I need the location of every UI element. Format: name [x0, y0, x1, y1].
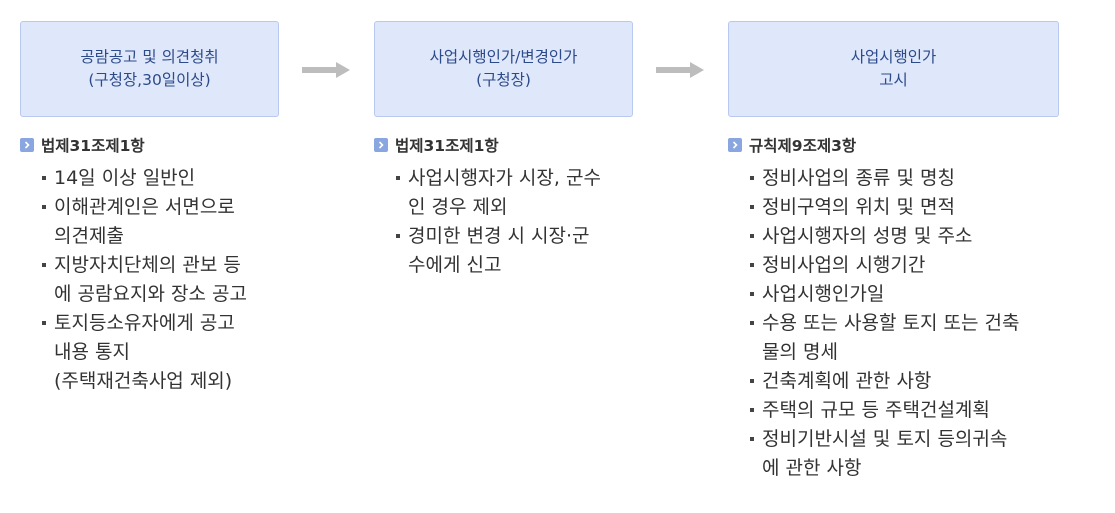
legal-basis-text: 법제31조제1항: [41, 137, 145, 155]
list-item: 사업시행자의 성명 및 주소: [750, 222, 1059, 251]
legal-basis: 규칙제9조제3항: [728, 134, 1059, 156]
step-title-line: 사업시행인가: [850, 48, 937, 66]
list-item: 정비사업의 시행기간: [750, 251, 1059, 280]
step-title-line: 공람공고 및 의견청취: [80, 48, 219, 66]
list-item: 이해관계인은 서면으로 의견제출: [42, 193, 279, 251]
flow-arrow-icon: [302, 60, 352, 84]
legal-basis-text: 규칙제9조제3항: [749, 137, 857, 155]
chevron-right-icon: [728, 138, 742, 152]
list-item: 지방자치단체의 관보 등 에 공람요지와 장소 공고: [42, 251, 279, 309]
list-item: 토지등소유자에게 공고 내용 통지 (주택재건축사업 제외): [42, 309, 279, 396]
step-box-3: 사업시행인가 고시: [728, 21, 1059, 117]
list-item: 사업시행자가 시장, 군수 인 경우 제외: [396, 164, 633, 222]
step-box-2: 사업시행인가/변경인가 (구청장): [374, 21, 633, 117]
requirement-list: 14일 이상 일반인 이해관계인은 서면으로 의견제출 지방자치단체의 관보 등…: [20, 164, 279, 396]
list-item: 주택의 규모 등 주택건설계획: [750, 396, 1059, 425]
flow-arrow-icon: [656, 60, 706, 84]
legal-basis: 법제31조제1항: [374, 134, 633, 156]
legal-basis-text: 법제31조제1항: [395, 137, 499, 155]
list-item: 정비사업의 종류 및 명칭: [750, 164, 1059, 193]
list-item: 수용 또는 사용할 토지 또는 건축 물의 명세: [750, 309, 1059, 367]
legal-basis: 법제31조제1항: [20, 134, 279, 156]
step-box-1: 공람공고 및 의견청취 (구청장,30일이상): [20, 21, 279, 117]
step-title-line: (구청장,30일이상): [88, 71, 211, 89]
list-item: 사업시행인가일: [750, 280, 1059, 309]
step-column-3: 사업시행인가 고시 규칙제9조제3항 정비사업의 종류 및 명칭 정비구역의 위…: [728, 21, 1059, 483]
step-column-1: 공람공고 및 의견청취 (구청장,30일이상) 법제31조제1항 14일 이상 …: [20, 21, 279, 396]
step-title-line: (구청장): [476, 71, 531, 89]
step-title-line: 고시: [879, 71, 908, 89]
list-item: 건축계획에 관한 사항: [750, 367, 1059, 396]
chevron-right-icon: [20, 138, 34, 152]
step-title-line: 사업시행인가/변경인가: [429, 48, 578, 66]
chevron-right-icon: [374, 138, 388, 152]
list-item: 경미한 변경 시 시장·군 수에게 신고: [396, 222, 633, 280]
requirement-list: 사업시행자가 시장, 군수 인 경우 제외 경미한 변경 시 시장·군 수에게 …: [374, 164, 633, 280]
step-column-2: 사업시행인가/변경인가 (구청장) 법제31조제1항 사업시행자가 시장, 군수…: [374, 21, 633, 280]
list-item: 정비기반시설 및 토지 등의귀속 에 관한 사항: [750, 425, 1059, 483]
list-item: 정비구역의 위치 및 면적: [750, 193, 1059, 222]
list-item: 14일 이상 일반인: [42, 164, 279, 193]
requirement-list: 정비사업의 종류 및 명칭 정비구역의 위치 및 면적 사업시행자의 성명 및 …: [728, 164, 1059, 483]
